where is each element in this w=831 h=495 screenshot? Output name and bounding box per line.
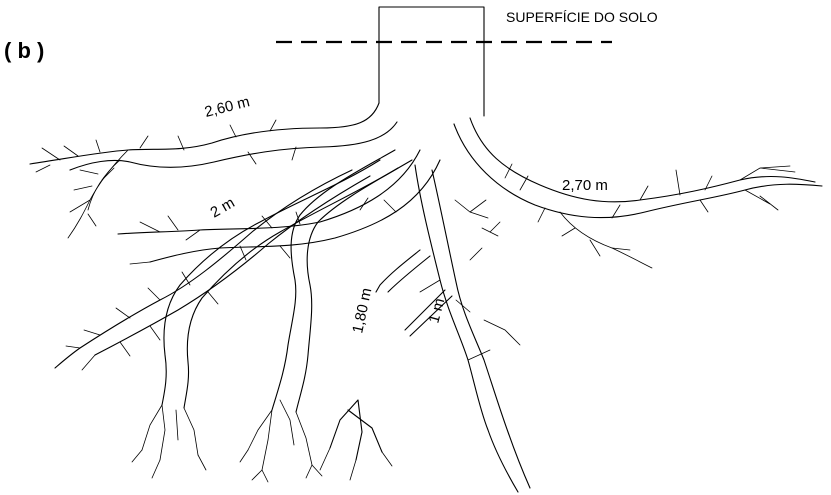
root-central — [240, 150, 412, 482]
root-length-label-central: 1,80 m — [349, 286, 375, 334]
root-lower-center — [320, 400, 392, 480]
root-length-label-vertical: 1 m — [425, 296, 448, 325]
panel-label: ( b ) — [4, 38, 44, 63]
root-vertical — [415, 165, 530, 492]
root-right — [454, 118, 822, 268]
root-length-label-right: 2,70 m — [562, 177, 608, 194]
soil-surface-label: SUPERFÍCIE DO SOLO — [506, 9, 658, 25]
trunk — [379, 7, 484, 116]
root-length-label-upper-left: 2,60 m — [203, 93, 252, 121]
root-lower-left-diagonal — [55, 170, 370, 370]
root-length-label-middle-left: 2 m — [208, 194, 238, 221]
